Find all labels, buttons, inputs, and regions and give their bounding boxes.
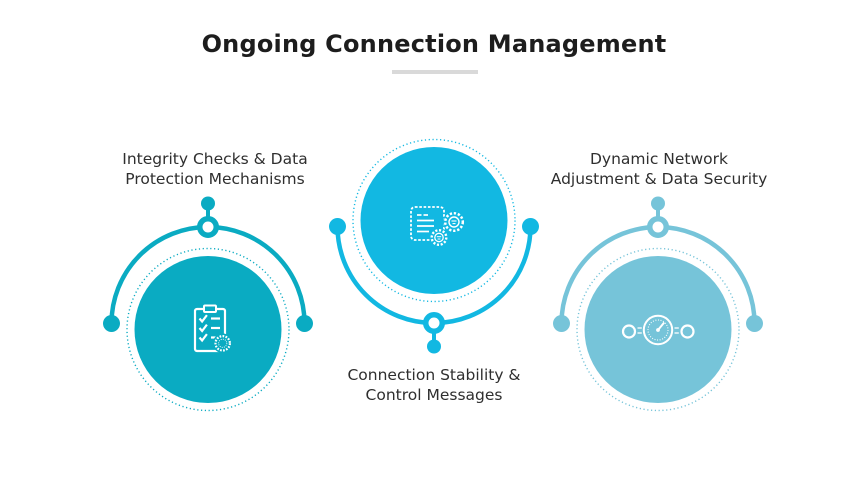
label-line: Connection Stability &	[347, 366, 521, 384]
page-title: Ongoing Connection Management	[201, 30, 667, 58]
connector-dot	[427, 339, 441, 354]
node-label-connection-stability: Connection Stability & Control Messages	[304, 365, 564, 405]
arc-endpoint-right	[746, 315, 763, 332]
gauge-dial	[642, 314, 674, 346]
node-graphic-connection-stability	[329, 138, 539, 354]
label-line: Adjustment & Data Security	[550, 170, 768, 188]
network-node-left	[621, 324, 637, 339]
clipboard-clip	[203, 304, 217, 313]
node-graphic-integrity-checks	[103, 196, 313, 412]
connector-ring	[423, 312, 445, 334]
label-line: Dynamic Network	[589, 150, 728, 168]
gear-hub	[448, 216, 460, 228]
label-line: Protection Mechanisms	[125, 170, 305, 188]
node-dotted-ring	[576, 247, 740, 412]
node-graphic-dynamic-network	[553, 196, 763, 412]
gauge-tick-ring	[647, 319, 669, 341]
connector-ring	[647, 216, 669, 238]
document-gears-icon	[410, 206, 465, 247]
gear-icon-large	[443, 211, 465, 233]
arc-endpoint-right	[296, 315, 313, 332]
node-circle	[134, 256, 282, 403]
node-dotted-ring	[126, 247, 290, 412]
connector-ring	[197, 216, 219, 238]
label-line: Integrity Checks & Data	[122, 150, 308, 168]
seal-badge-icon	[214, 335, 231, 352]
node-label-dynamic-network: Dynamic Network Adjustment & Data Securi…	[519, 149, 799, 189]
arc-endpoint-left	[329, 218, 346, 235]
check-mark	[198, 323, 208, 333]
check-mark	[198, 333, 208, 343]
arc-endpoint-right	[522, 218, 539, 235]
title-underline	[392, 70, 478, 74]
arc-endpoint-left	[553, 315, 570, 332]
connector-dot	[651, 196, 665, 211]
gauge-needle-pivot	[656, 328, 660, 332]
gear-icon-small	[430, 228, 448, 246]
gear-hub	[434, 232, 444, 243]
connector-dot	[201, 196, 215, 211]
check-mark	[198, 314, 208, 324]
node-label-integrity-checks: Integrity Checks & Data Protection Mecha…	[85, 149, 345, 189]
network-gauge-icon	[621, 314, 695, 346]
arc-endpoint-left	[103, 315, 120, 332]
label-line: Control Messages	[365, 386, 503, 404]
checklist-clipboard-icon	[193, 304, 233, 354]
network-node-right	[680, 324, 695, 339]
node-dotted-ring	[352, 138, 516, 303]
